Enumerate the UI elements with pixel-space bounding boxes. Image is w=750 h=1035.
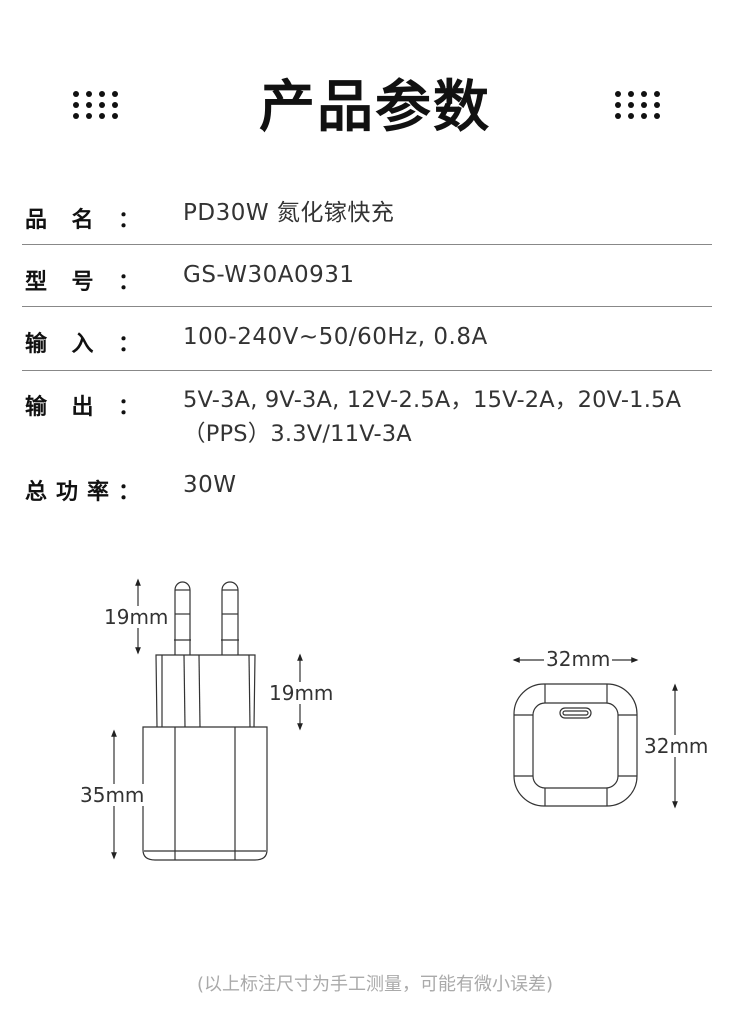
decorative-dots-right <box>615 91 660 119</box>
spec-label: 型号： <box>25 270 140 295</box>
plug-body-length-label: 19mm <box>269 681 334 705</box>
divider <box>22 370 712 371</box>
spec-value-line: 30W <box>183 472 237 498</box>
page-title: 产品参数 <box>259 75 491 140</box>
spec-value: 100-240V~50/60Hz, 0.8A <box>183 320 488 354</box>
spec-row-name: 品名： PD30W 氮化镓快充 <box>25 200 720 234</box>
height-label: 32mm <box>644 734 709 758</box>
spec-label: 输入： <box>25 332 140 357</box>
width-label: 32mm <box>544 647 613 671</box>
spec-value-line: PD30W 氮化镓快充 <box>183 200 395 226</box>
prong-length-label: 19mm <box>104 605 169 629</box>
spec-label: 品名： <box>25 208 140 233</box>
spec-label: 总功率： <box>25 480 140 505</box>
charger-side-view <box>111 578 303 861</box>
spec-row-model: 型号： GS-W30A0931 <box>25 262 720 296</box>
spec-row-input: 输入： 100-240V~50/60Hz, 0.8A <box>25 324 720 358</box>
spec-value-line: 5V-3A, 9V-3A, 12V-2.5A，15V-2A，20V-1.5A <box>183 387 682 413</box>
spec-row-output: 输出： 5V-3A, 9V-3A, 12V-2.5A，15V-2A，20V-1.… <box>25 387 720 451</box>
spec-row-power: 总功率： 30W <box>25 472 720 506</box>
body-length-label: 35mm <box>80 783 145 807</box>
spec-value: GS-W30A0931 <box>183 258 355 292</box>
decorative-dots-left <box>73 91 118 119</box>
spec-value: PD30W 氮化镓快充 <box>183 196 394 230</box>
spec-value: 5V-3A, 9V-3A, 12V-2.5A，15V-2A，20V-1.5A （… <box>183 383 681 451</box>
spec-label: 输出： <box>25 395 140 420</box>
charger-front-view <box>512 657 678 809</box>
spec-value-line: GS-W30A0931 <box>183 262 355 288</box>
footnote: (以上标注尺寸为手工测量，可能有微小误差) <box>196 974 554 995</box>
spec-value: 30W <box>183 468 237 502</box>
divider <box>22 244 712 245</box>
divider <box>22 306 712 307</box>
usb-c-port-icon <box>559 707 592 719</box>
spec-value-line: 100-240V~50/60Hz, 0.8A <box>183 324 488 350</box>
spec-value-line: （PPS）3.3V/11V-3A <box>183 421 412 447</box>
